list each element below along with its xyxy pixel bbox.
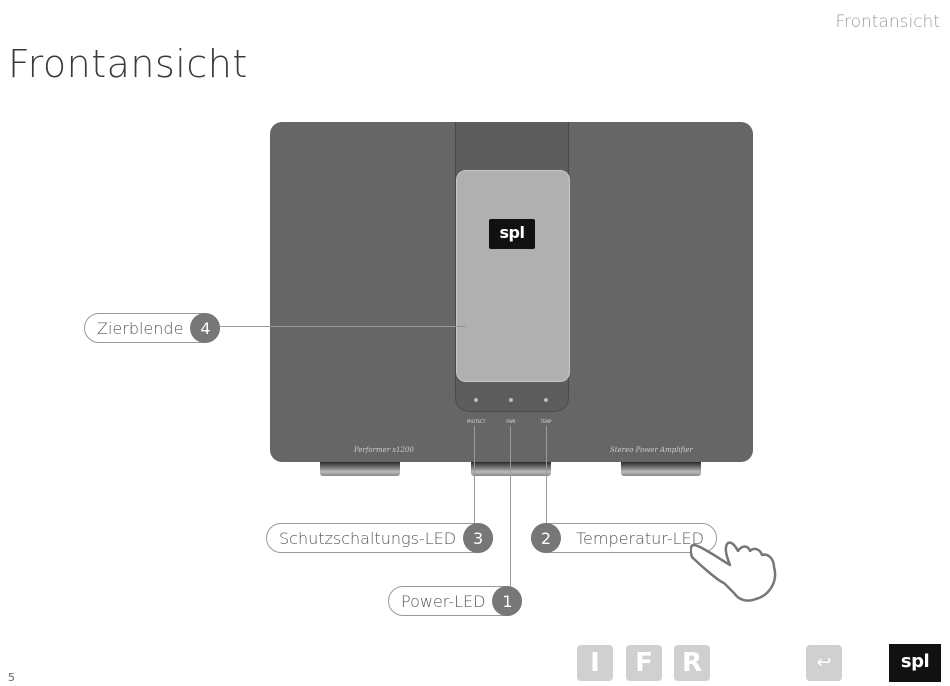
- nav-i-button[interactable]: I: [577, 645, 613, 681]
- amplifier-front-image: spl PROTECT PWR TEMP Performer s1200 Ste…: [270, 122, 753, 462]
- callout-label: Power-LED: [401, 591, 486, 611]
- callout-label: Schutzschaltungs-LED: [279, 528, 457, 548]
- temp-led-label: TEMP: [540, 419, 552, 424]
- nav-r-button[interactable]: R: [674, 645, 710, 681]
- temp-led: [544, 398, 548, 402]
- spl-brand-logo: spl: [889, 644, 941, 682]
- callout-temperatur-led[interactable]: 2 Temperatur-LED: [531, 523, 717, 553]
- callout-power-led[interactable]: Power-LED 1: [388, 586, 523, 616]
- callout-number: 2: [531, 523, 561, 553]
- callout-number: 4: [190, 313, 221, 343]
- decorative-panel: spl: [456, 170, 570, 382]
- page-number: 5: [8, 671, 15, 684]
- device-foot-center: [471, 462, 551, 476]
- callout-number: 1: [492, 586, 523, 616]
- model-name: Performer s1200: [354, 446, 414, 454]
- nav-f-button[interactable]: F: [626, 645, 662, 681]
- pointing-hand-icon: [690, 541, 777, 602]
- protect-led-label: PROTECT: [466, 419, 486, 424]
- callout-number: 3: [463, 523, 494, 553]
- model-description: Stereo Power Amplifier: [610, 446, 693, 454]
- back-button[interactable]: ↩: [806, 645, 842, 681]
- leader-line-4: [218, 326, 466, 327]
- leader-line-3: [474, 426, 475, 523]
- leader-line-1: [510, 426, 511, 586]
- protect-led: [474, 398, 478, 402]
- spl-logo: spl: [489, 219, 535, 249]
- page-title: Frontansicht: [8, 42, 248, 86]
- power-led-label: PWR: [506, 419, 516, 424]
- section-title: Frontansicht: [835, 12, 940, 32]
- callout-schutzschaltungs-led[interactable]: Schutzschaltungs-LED 3: [266, 523, 494, 553]
- callout-label: Zierblende: [97, 318, 184, 338]
- device-foot-left: [320, 462, 400, 476]
- power-led: [509, 398, 513, 402]
- leader-line-2: [546, 426, 547, 523]
- device-foot-right: [621, 462, 701, 476]
- callout-zierblende[interactable]: Zierblende 4: [84, 313, 221, 343]
- callout-label: Temperatur-LED: [576, 528, 704, 548]
